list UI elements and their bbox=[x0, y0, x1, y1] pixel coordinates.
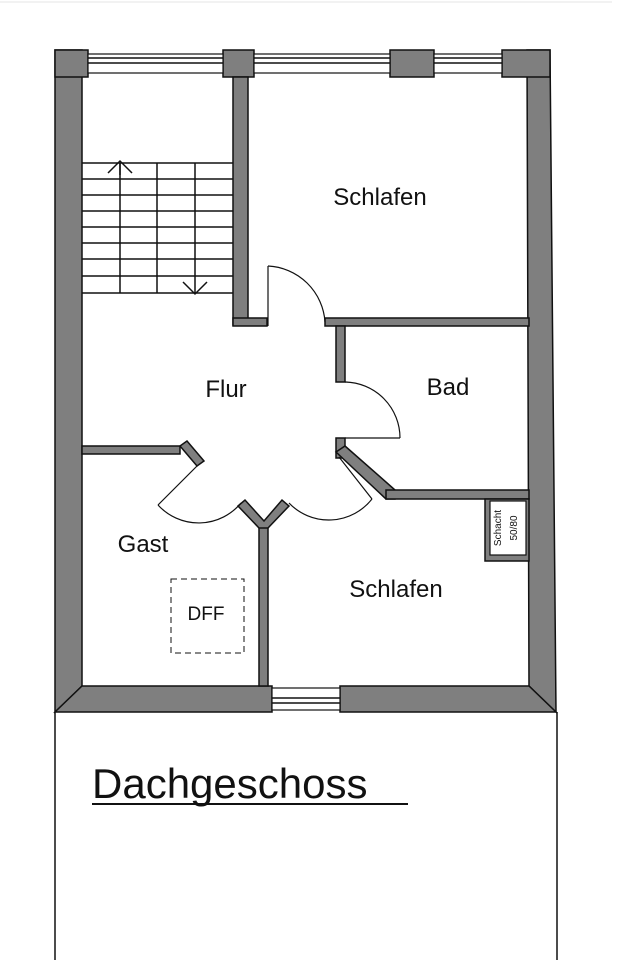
wall-gast-door-stub bbox=[178, 439, 206, 468]
top-pier-mid-right bbox=[389, 49, 435, 78]
window-top-right bbox=[433, 53, 503, 74]
room-label-gast: Gast bbox=[118, 531, 169, 558]
wall-bad-bottom bbox=[385, 489, 530, 500]
outer-wall-bottom-left bbox=[53, 685, 273, 713]
wall-schlafen-bottom-left bbox=[232, 317, 268, 327]
stair-up-arrow-icon bbox=[107, 159, 133, 175]
shaft-label-line2: 50/80 bbox=[509, 515, 520, 540]
dff-label: DFF bbox=[188, 604, 225, 625]
window-top-left bbox=[87, 53, 224, 74]
window-bottom bbox=[271, 687, 341, 711]
room-label-flur: Flur bbox=[205, 376, 246, 403]
room-label-bad: Bad bbox=[427, 374, 470, 401]
wall-v-junction bbox=[236, 498, 291, 529]
wall-gast-schlafen bbox=[258, 521, 269, 687]
wall-stair-divider bbox=[232, 76, 249, 326]
top-pier-right bbox=[501, 49, 551, 78]
window-top-middle bbox=[253, 53, 391, 74]
shaft-label-line1: Schacht bbox=[493, 510, 504, 546]
staircase bbox=[82, 162, 233, 294]
outer-wall-left bbox=[54, 49, 83, 714]
top-pier-left bbox=[54, 49, 89, 78]
outer-wall-right bbox=[526, 49, 557, 714]
wall-flur-gast bbox=[81, 445, 181, 455]
door-schlafen-bottom bbox=[288, 456, 373, 521]
door-gast bbox=[157, 465, 242, 524]
stair-down-arrow-icon bbox=[182, 281, 208, 296]
wall-bad-left-upper bbox=[335, 325, 346, 383]
door-bad bbox=[344, 381, 401, 439]
wall-schlafen-bad bbox=[324, 317, 530, 327]
floor-title: Dachgeschoss bbox=[92, 760, 367, 807]
room-label-schlafen-bottom: Schlafen bbox=[349, 576, 442, 603]
door-schlafen-top bbox=[267, 265, 326, 326]
top-pier-middle bbox=[222, 49, 255, 78]
room-label-schlafen-top: Schlafen bbox=[333, 184, 426, 211]
dff-box bbox=[170, 578, 245, 654]
shaft-inner bbox=[489, 500, 527, 556]
outer-wall-bottom-right bbox=[339, 685, 558, 713]
